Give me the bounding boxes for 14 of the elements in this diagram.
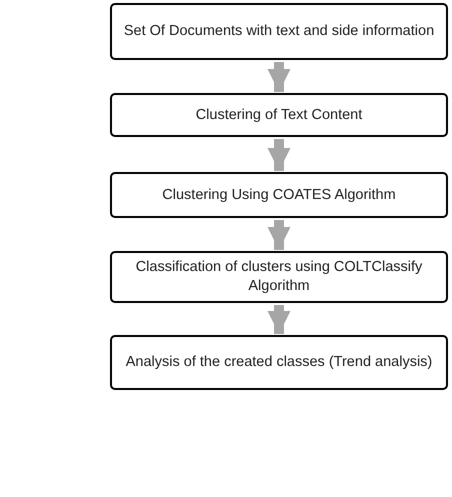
process-box bbox=[110, 251, 448, 303]
process-box bbox=[110, 172, 448, 218]
arrow bbox=[268, 139, 290, 171]
process-box bbox=[110, 335, 448, 390]
arrow bbox=[268, 220, 290, 250]
box-label: Classification of clusters using COLTClassify Algorithm bbox=[134, 258, 424, 296]
box-label: Set Of Documents with text and side information bbox=[124, 22, 434, 41]
arrow bbox=[268, 305, 290, 334]
box-label: Clustering of Text Content bbox=[196, 106, 362, 124]
process-box bbox=[110, 93, 448, 137]
arrow bbox=[268, 62, 290, 92]
process-box bbox=[110, 3, 448, 60]
box-label: Analysis of the created classes (Trend analysis) bbox=[126, 353, 432, 372]
box-label: Clustering Using COATES Algorithm bbox=[162, 186, 396, 204]
